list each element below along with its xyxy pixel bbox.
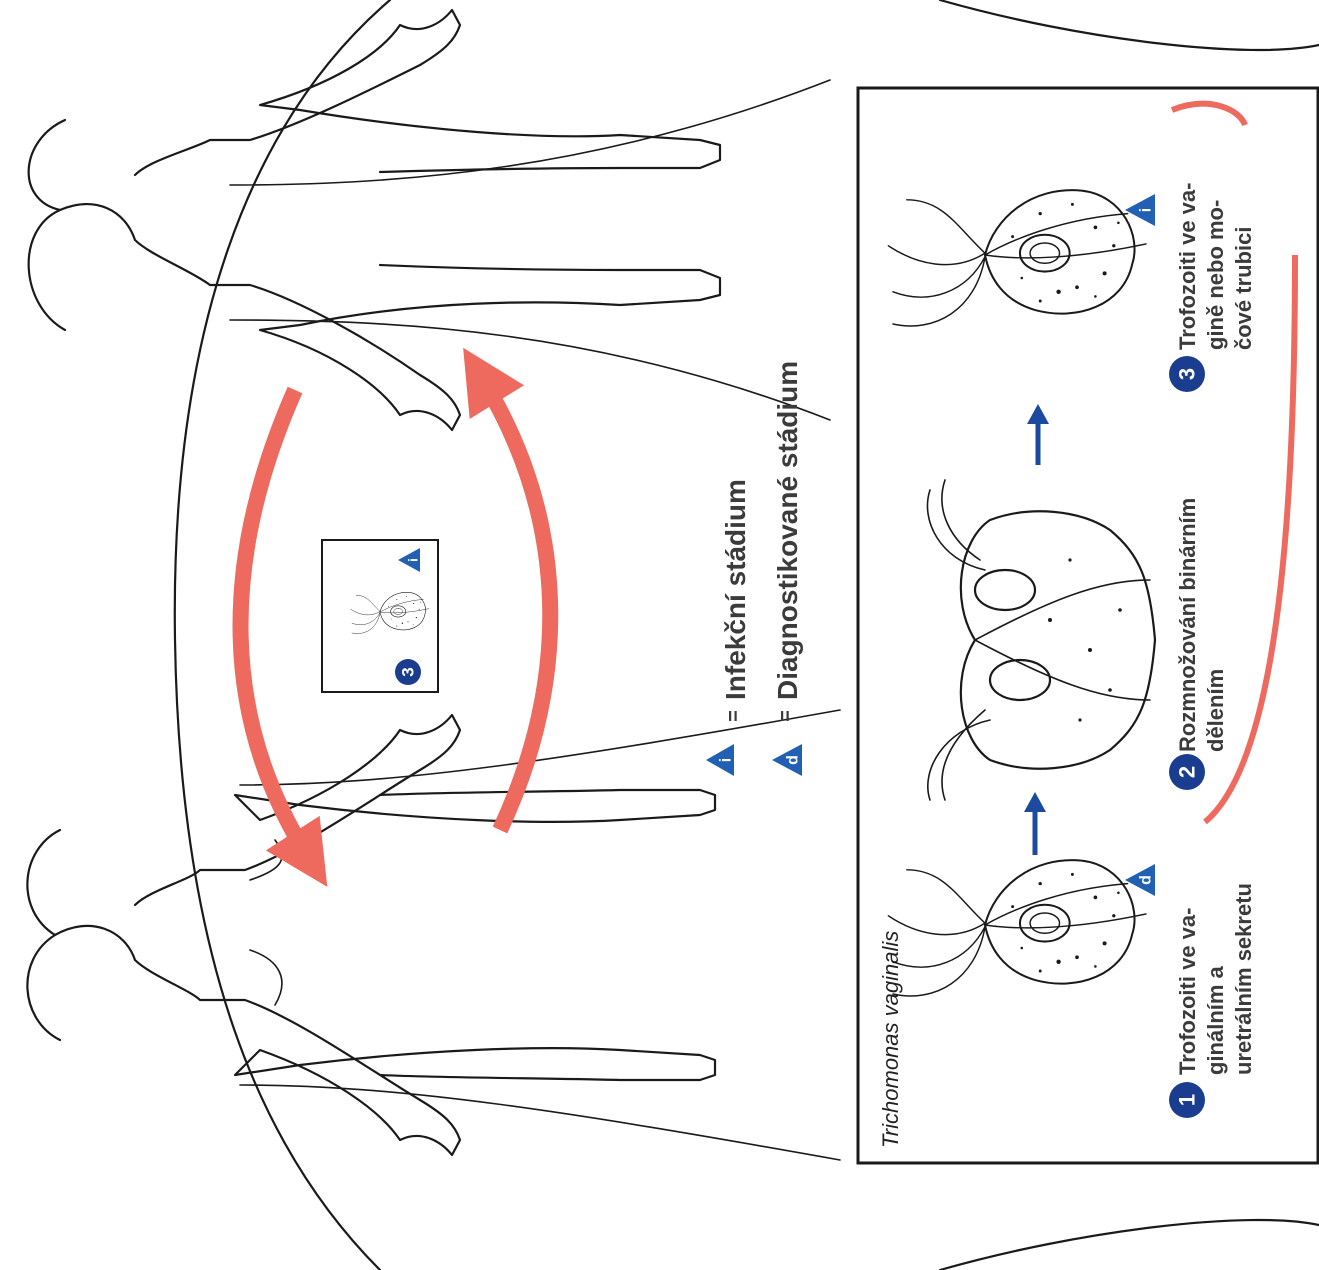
legend-equals: = <box>723 710 745 722</box>
outer-frame-curve-bottom <box>940 1220 1319 1270</box>
cycle-arrow-left <box>240 390 310 860</box>
step-1-line-1: Trofozoiti ve va- <box>1175 908 1200 1075</box>
step-3-line-3: čové trubici <box>1231 227 1256 350</box>
stage-letter: d <box>1138 875 1155 885</box>
stage-letter: i <box>1138 208 1155 212</box>
step-1-line-2: ginálním a <box>1203 965 1228 1075</box>
legend-infectious-letter: i <box>718 758 735 762</box>
step-number-1: 1 <box>1175 1094 1200 1106</box>
step-3-line-2: gině nebo mo- <box>1203 200 1228 350</box>
stage-letter: i <box>406 558 421 562</box>
step-number: 3 <box>399 667 418 676</box>
step-2-line-2: dělením <box>1203 669 1228 752</box>
outer-frame-curve-top <box>940 0 1319 50</box>
legend-infectious-label: Infekční stádium <box>720 479 751 700</box>
step-number-3: 3 <box>1175 368 1200 380</box>
transmission-box: 3 i <box>322 540 438 692</box>
step-2-line-1: Rozmnožování binárním <box>1175 498 1200 752</box>
legend-diagnostic-label: Diagnostikované stádium <box>772 361 803 700</box>
step-1-line-3: uretrálním sekretu <box>1231 883 1256 1075</box>
step-3-line-1: Trofozoiti ve va- <box>1175 183 1200 350</box>
male-figure-icon <box>29 10 830 430</box>
female-figure-icon <box>27 710 840 1160</box>
step-number-2: 2 <box>1175 766 1200 778</box>
legend-equals: = <box>775 710 797 722</box>
legend: i = Infekční stádium d = Diagnostikované… <box>706 361 803 776</box>
cycle-arrow-right <box>480 375 550 830</box>
legend-diagnostic-letter: d <box>785 755 802 765</box>
